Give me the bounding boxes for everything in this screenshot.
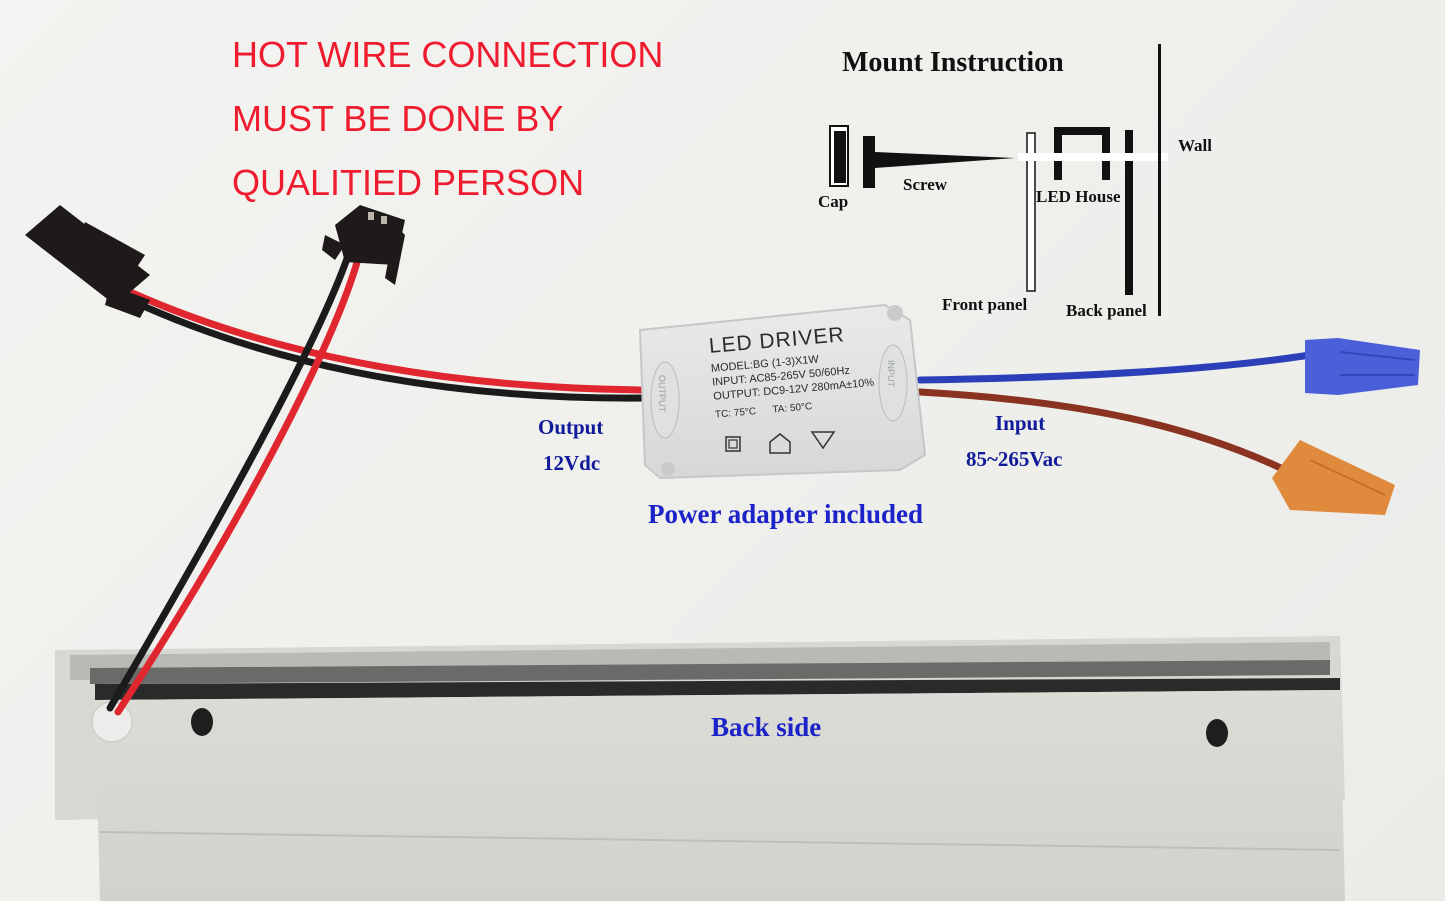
f-mark-icon <box>810 431 836 450</box>
connector-right <box>322 205 405 285</box>
driver-output-port-label: OUTPUT <box>657 375 667 412</box>
mount-diagram <box>829 44 1168 316</box>
mount-hole-left <box>191 708 213 736</box>
front-panel-label: Front panel <box>942 295 1028 314</box>
led-panel-back <box>55 636 1345 901</box>
input-wires <box>916 351 1314 474</box>
panel-seam <box>99 831 1341 851</box>
power-adapter-included: Power adapter included <box>648 499 924 529</box>
indoor-use-icon <box>769 433 791 454</box>
back-panel-label: Back panel <box>1066 301 1147 320</box>
warning-line-3: QUALITIED PERSON <box>232 162 585 203</box>
panel-rail-groove <box>90 660 1330 684</box>
output-label: Output <box>538 415 604 439</box>
input-voltage: 85~265Vac <box>966 447 1063 471</box>
input-label: Input <box>995 411 1046 435</box>
wire-nut-blue <box>1305 338 1420 395</box>
mount-instruction-title: Mount Instruction <box>842 47 1064 78</box>
driver-input-port-label: INPUT <box>886 360 896 387</box>
output-port-emboss <box>650 361 680 439</box>
double-insulation-icon <box>725 436 741 452</box>
panel-edge-shadow <box>95 678 1340 700</box>
back-side-label: Back side <box>711 712 822 742</box>
led-driver-body <box>638 303 927 480</box>
warning-line-2: MUST BE DONE BY <box>232 98 564 139</box>
output-wires <box>106 246 649 716</box>
wall-label: Wall <box>1178 136 1213 155</box>
input-port-emboss <box>878 344 908 422</box>
mount-ear <box>887 305 903 321</box>
driver-ta: TA: 50°C <box>772 401 813 416</box>
mount-ear <box>661 462 675 476</box>
panel-surface <box>95 690 1345 901</box>
screw-head <box>863 136 875 188</box>
driver-tc: TC: 75°C <box>714 406 757 421</box>
wire-nut-orange <box>1272 440 1395 515</box>
front-panel-shape <box>1026 132 1036 292</box>
screw-shaft <box>875 152 1015 168</box>
mount-hole-right <box>1206 719 1228 747</box>
back-panel-shape <box>1125 130 1133 295</box>
driver-label: LED DRIVER MODEL:BG (1-3)X1W INPUT: AC85… <box>708 321 876 423</box>
warning-line-1: HOT WIRE CONNECTION <box>232 34 664 75</box>
connector-left <box>25 205 150 318</box>
wall-line <box>1158 44 1161 316</box>
screw-label: Screw <box>903 175 948 194</box>
led-house-label: LED House <box>1036 187 1121 206</box>
screw-path <box>1018 153 1168 161</box>
cap-label: Cap <box>818 192 849 211</box>
output-voltage: 12Vdc <box>543 451 601 475</box>
